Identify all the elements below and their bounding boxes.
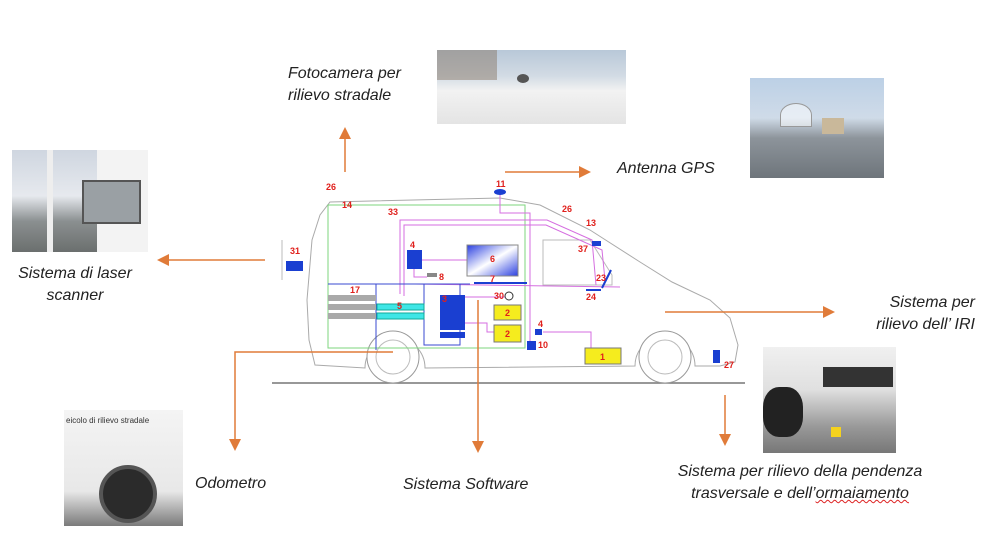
device-8 [427, 273, 437, 277]
label-5: 5 [397, 301, 402, 311]
caption-laser-line2: scanner [46, 287, 104, 304]
label-6: 6 [490, 254, 495, 264]
label-26b: 26 [562, 204, 572, 214]
caption-gps: Antenna GPS [617, 160, 715, 177]
rear-wheel [366, 330, 420, 384]
front-wheel [638, 330, 692, 384]
caption-laser: Sistema di laser scanner [10, 263, 140, 307]
label-11: 11 [496, 179, 506, 189]
label-3: 3 [442, 294, 447, 304]
label-14: 14 [342, 200, 352, 210]
label-33: 33 [388, 207, 398, 217]
label-13: 13 [586, 218, 596, 228]
device-30 [504, 291, 514, 301]
rack-3 [440, 295, 465, 330]
caption-odometer: Odometro [195, 475, 267, 492]
battery-2a [493, 304, 522, 321]
label-31: 31 [290, 246, 300, 256]
caption-slope: Sistema per rilievo della pendenza trasv… [640, 461, 960, 505]
label-30: 30 [494, 291, 504, 301]
label-37: 37 [578, 244, 588, 254]
label-26: 26 [326, 182, 336, 192]
caption-slope-line1: Sistema per rilievo della pendenza [677, 463, 923, 480]
label-23: 23 [596, 273, 606, 283]
label-2b: 2 [505, 329, 510, 339]
battery-2b [493, 324, 522, 343]
unit-1 [584, 347, 622, 365]
label-4: 4 [410, 240, 415, 250]
arrow-odometer [229, 351, 393, 451]
label-24: 24 [586, 292, 596, 302]
slope-rutting-photo [763, 347, 896, 453]
caption-software: Sistema Software [403, 476, 529, 493]
road-camera-photo [437, 50, 626, 124]
caption-slope-line2a: trasversale e dell’ [691, 485, 816, 502]
box-4 [407, 250, 422, 269]
bar-7 [474, 282, 527, 284]
caption-iri-line2: rilievo dell’ IRI [876, 316, 975, 333]
label-1: 1 [600, 352, 605, 362]
caption-iri-line1: Sistema per [889, 294, 975, 311]
camera-37 [592, 241, 601, 246]
label-7: 7 [490, 274, 495, 284]
label-4b: 4 [538, 319, 543, 329]
laser-scanner-31 [286, 261, 303, 271]
label-2a: 2 [505, 308, 510, 318]
device-4b [535, 329, 542, 335]
unit-5 [376, 303, 425, 311]
sensor-27 [713, 350, 720, 363]
gps-antenna-11 [494, 189, 506, 195]
label-10: 10 [538, 340, 548, 350]
monitor-6 [466, 244, 519, 277]
device-23 [601, 269, 612, 289]
label-27: 27 [724, 360, 734, 370]
shelf-17 [328, 295, 376, 301]
label-17: 17 [350, 285, 360, 295]
device-10 [527, 341, 536, 350]
gps-antenna-photo [750, 78, 884, 178]
photo-van-text: eicolo di rilievo stradale [66, 416, 150, 425]
caption-slope-line2: trasversale e dell’ormaiamento [640, 483, 960, 505]
label-8: 8 [439, 272, 444, 282]
caption-slope-line2b: ormaiamento [815, 485, 909, 502]
caption-camera: Fotocamera per rilievo stradale [288, 63, 401, 107]
caption-laser-line1: Sistema di laser [18, 265, 132, 282]
caption-iri: Sistema per rilievo dell’ IRI [845, 292, 975, 336]
caption-camera-line1: Fotocamera per [288, 65, 401, 82]
laser-scanner-photo [12, 150, 148, 252]
caption-camera-line2: rilievo stradale [288, 87, 392, 104]
odometer-photo: eicolo di rilievo stradale [64, 410, 183, 526]
